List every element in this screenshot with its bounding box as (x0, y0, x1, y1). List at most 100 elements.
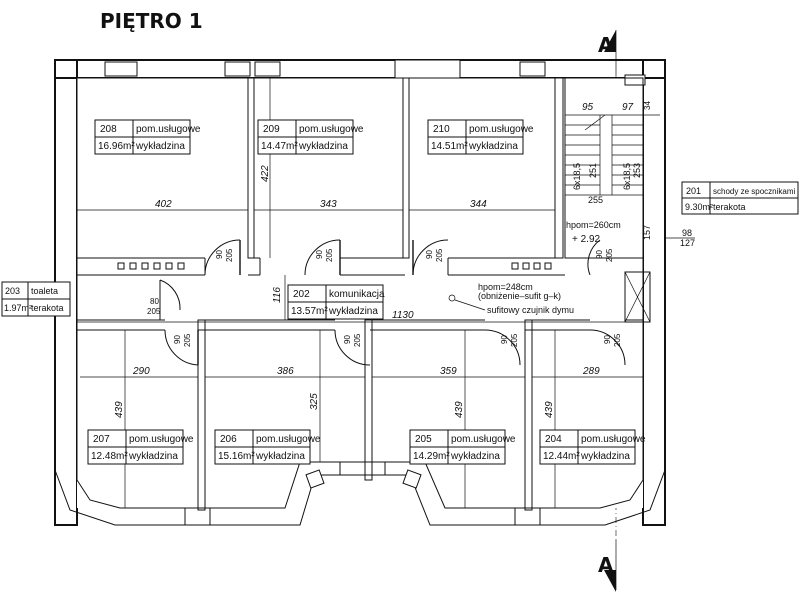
svg-text:6x18,5: 6x18,5 (572, 163, 582, 190)
room-207-name: pom.usługowe (129, 434, 194, 445)
svg-text:205: 205 (353, 333, 362, 347)
svg-text:116: 116 (272, 287, 283, 303)
svg-text:325: 325 (309, 393, 320, 410)
svg-text:90: 90 (500, 335, 509, 344)
svg-text:34: 34 (643, 101, 652, 110)
doors (159, 239, 626, 366)
room-209-number: 209 (263, 124, 280, 135)
room-204-number: 204 (545, 434, 562, 445)
room-206-area: 15.16m² (218, 451, 255, 462)
svg-text:A: A (598, 33, 614, 57)
svg-text:97: 97 (622, 102, 634, 113)
svg-text:90: 90 (343, 335, 352, 344)
svg-text:253: 253 (632, 163, 642, 178)
svg-text:terakota: terakota (713, 202, 746, 212)
page-title: PIĘTRO 1 (100, 9, 203, 33)
svg-text:205: 205 (510, 333, 519, 347)
svg-text:98: 98 (682, 228, 692, 238)
room-207-number: 207 (93, 434, 110, 445)
svg-text:90: 90 (595, 250, 604, 259)
svg-text:90: 90 (603, 335, 612, 344)
svg-text:205: 205 (147, 307, 161, 316)
lower-partitions (197, 319, 533, 511)
svg-text:205: 205 (605, 248, 614, 262)
svg-text:127: 127 (680, 238, 695, 248)
svg-text:9.30m²: 9.30m² (685, 202, 713, 212)
svg-text:A: A (598, 553, 614, 577)
room-210-name: pom.usługowe (469, 124, 534, 135)
svg-text:+ 2.92: + 2.92 (572, 234, 601, 245)
svg-text:439: 439 (454, 401, 465, 418)
svg-text:422: 422 (260, 165, 271, 182)
svg-text:205: 205 (325, 248, 334, 262)
room-205-number: 205 (415, 434, 432, 445)
svg-text:344: 344 (470, 199, 487, 210)
svg-text:schody ze spocznikami: schody ze spocznikami (713, 187, 795, 196)
upper-partitions (77, 77, 565, 276)
svg-text:343: 343 (320, 199, 337, 210)
door-labels: 90 205 90 205 90 205 90 205 80 205 90 20… (147, 248, 622, 347)
dimension-lines (77, 78, 643, 508)
svg-text:439: 439 (114, 401, 125, 418)
svg-text:toaleta: toaleta (31, 286, 58, 296)
room-208-floor: wykładzina (135, 141, 185, 152)
room-209-floor: wykładzina (298, 141, 348, 152)
room-203-label: 203 toaleta 1.97m² terakota (1, 281, 71, 317)
svg-text:205: 205 (435, 248, 444, 262)
svg-text:80: 80 (150, 297, 159, 306)
svg-text:90: 90 (215, 250, 224, 259)
svg-text:6x18,5: 6x18,5 (622, 163, 632, 190)
svg-text:203: 203 (5, 286, 20, 296)
svg-text:251: 251 (588, 163, 598, 178)
room-210-area: 14.51m² (431, 141, 468, 152)
svg-text:hpom=260cm: hpom=260cm (566, 220, 621, 230)
room-201-label: 201 schody ze spocznikami 9.30m² terakot… (681, 181, 799, 215)
svg-text:205: 205 (183, 333, 192, 347)
room-210-number: 210 (433, 124, 450, 135)
svg-text:289: 289 (582, 366, 600, 377)
svg-text:hpom=248cm: hpom=248cm (478, 282, 533, 292)
svg-text:205: 205 (225, 248, 234, 262)
dimension-labels: 402 343 344 422 290 386 359 289 439 325 … (114, 101, 695, 418)
room-202-floor: wykładzina (328, 306, 378, 317)
room-210-floor: wykładzina (468, 141, 518, 152)
room-205-area: 14.29m² (413, 451, 450, 462)
svg-text:95: 95 (582, 102, 594, 113)
room-202-area: 13.57m² (291, 306, 328, 317)
room-209-area: 14.47m² (261, 141, 298, 152)
svg-text:359: 359 (440, 366, 457, 377)
room-208-area: 16.96m² (98, 141, 135, 152)
ceiling-notes: hpom=248cm (obniżenie–sufit g–k) sufitow… (448, 282, 574, 315)
top-windows (104, 59, 646, 86)
section-marker-top: A (598, 30, 617, 75)
svg-text:386: 386 (277, 366, 294, 377)
svg-text:1.97m²: 1.97m² (4, 303, 32, 313)
svg-text:157: 157 (642, 225, 652, 240)
svg-text:90: 90 (173, 335, 182, 344)
section-marker-bottom: A (598, 540, 617, 592)
room-205-floor: wykładzina (450, 451, 500, 462)
svg-text:255: 255 (588, 195, 603, 205)
room-206-floor: wykładzina (255, 451, 305, 462)
svg-text:90: 90 (315, 250, 324, 259)
room-208-name: pom.usługowe (136, 124, 201, 135)
room-204-name: pom.usługowe (581, 434, 646, 445)
svg-text:290: 290 (132, 366, 150, 377)
bottom-walls (54, 461, 666, 526)
room-202-number: 202 (293, 289, 310, 300)
svg-text:402: 402 (155, 199, 172, 210)
svg-text:205: 205 (613, 333, 622, 347)
room-207-floor: wykładzina (128, 451, 178, 462)
svg-text:90: 90 (425, 250, 434, 259)
svg-text:sufitowy czujnik dymu: sufitowy czujnik dymu (487, 305, 574, 315)
